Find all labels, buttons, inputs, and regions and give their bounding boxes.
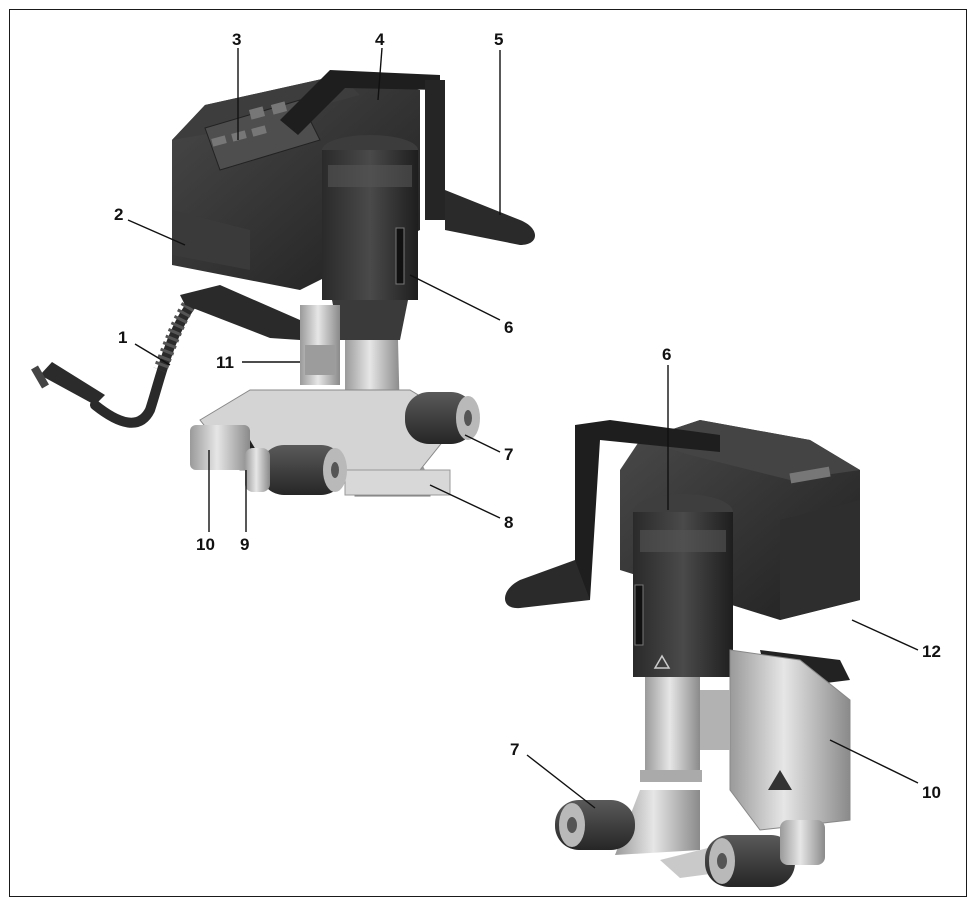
callout-12: 12 <box>922 642 941 661</box>
leader-8 <box>429 484 501 519</box>
callout-6a: 6 <box>504 318 513 337</box>
drive-roller-left <box>245 445 347 495</box>
callout-9: 9 <box>240 535 249 554</box>
drive-roller-right <box>405 392 480 444</box>
drive-roller-rear-right <box>705 820 825 887</box>
callout-10b: 10 <box>922 783 941 802</box>
callout-5: 5 <box>494 30 503 49</box>
callout-11: 11 <box>216 353 234 372</box>
guide-column <box>300 305 340 385</box>
callout-1: 1 <box>118 328 127 347</box>
leader-10b <box>829 739 919 784</box>
leader-1 <box>134 343 171 366</box>
heating-element-rear <box>633 494 733 677</box>
leader-lines <box>127 47 919 809</box>
leader-7a <box>464 434 501 453</box>
carry-handle <box>180 70 535 340</box>
device-front-view <box>31 70 535 497</box>
callout-6b: 6 <box>662 345 671 364</box>
leader-6a <box>409 274 501 321</box>
callout-4: 4 <box>375 30 385 49</box>
callout-8: 8 <box>504 513 513 532</box>
leader-4 <box>377 47 383 101</box>
leader-12 <box>851 619 919 651</box>
heating-element <box>322 135 418 340</box>
callout-labels: 1 2 3 4 5 6 6 7 7 8 9 10 10 11 12 <box>114 30 941 802</box>
leader-7b <box>526 754 596 809</box>
callout-2: 2 <box>114 205 123 224</box>
callout-7b: 7 <box>510 740 519 759</box>
callout-10a: 10 <box>196 535 215 554</box>
callout-7a: 7 <box>504 445 513 464</box>
side-plate-rear <box>700 649 851 831</box>
device-rear-view <box>505 420 860 887</box>
drive-roller-rear-left <box>555 800 635 850</box>
leader-2 <box>127 219 186 246</box>
callout-3: 3 <box>232 30 241 49</box>
power-cable <box>31 295 200 428</box>
